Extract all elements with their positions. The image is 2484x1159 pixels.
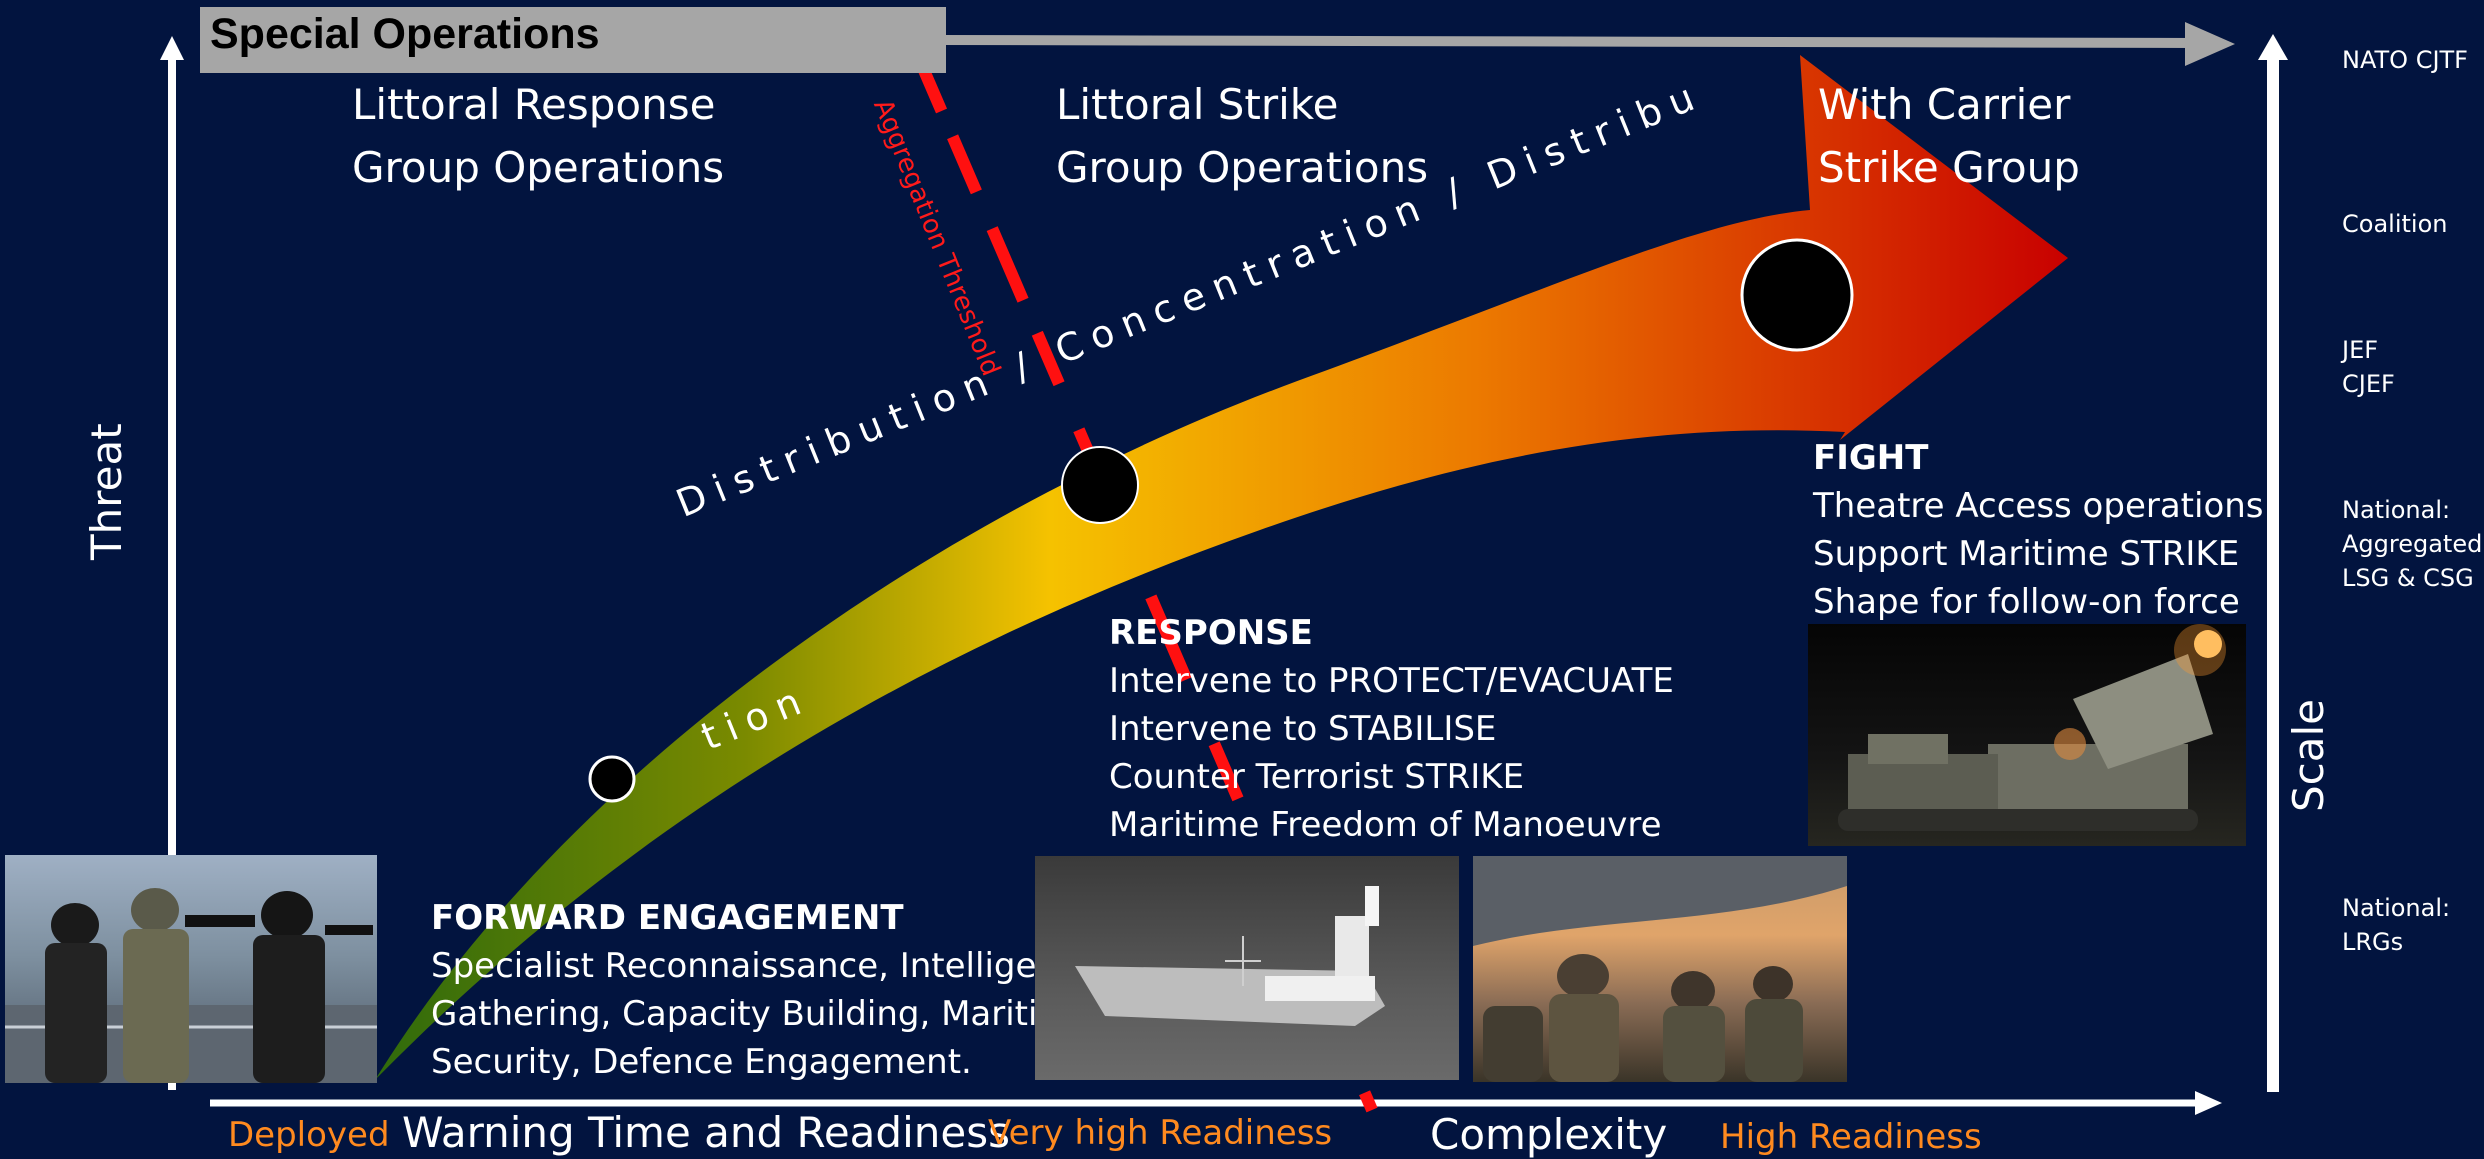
complexity-axis-label: Complexity: [1430, 1110, 1668, 1159]
forward-line-1: Specialist Reconnaissance, Intelligence: [431, 946, 1098, 986]
special-forces-photo: [5, 855, 377, 1083]
time-axis-arrow: [210, 1091, 2222, 1115]
scale-level-national-lrg: National: LRGs: [2342, 891, 2450, 959]
response-line-1: Intervene to PROTECT/EVACUATE: [1109, 661, 1674, 701]
scale-level-nat-agg-line2: Aggregated: [2342, 530, 2483, 558]
fight-line-3: Shape for follow-on force: [1813, 582, 2240, 622]
scale-level-nat-lrg-line1: National:: [2342, 894, 2451, 922]
scale-level-jef-line1: JEF: [2342, 336, 2379, 364]
scale-level-nat-agg-line3: LSG & CSG: [2342, 564, 2474, 592]
fight-line-2: Support Maritime STRIKE: [1813, 534, 2240, 574]
scale-level-jef-line2: CJEF: [2342, 370, 2395, 398]
response-line-2: Intervene to STABILISE: [1109, 709, 1497, 749]
forward-line-2: Gathering, Capacity Building, Maritime: [431, 994, 1092, 1034]
warning-axis-label: Warning Time and Readiness: [402, 1108, 1010, 1157]
readiness-curve-arrow: [375, 55, 2068, 1080]
phase-lsg-line2: Group Operations: [1056, 143, 1429, 192]
forward-line-3: Security, Defence Engagement.: [431, 1042, 972, 1082]
phase-lsg: Littoral Strike Group Operations: [1056, 73, 1428, 199]
phase-csg-line1: With Carrier: [1818, 80, 2071, 129]
readiness-very-high: Very high Readiness: [988, 1113, 1333, 1153]
scale-level-national-aggregated: National: Aggregated LSG & CSG: [2342, 493, 2482, 595]
scale-level-nat-agg-line1: National:: [2342, 496, 2451, 524]
phase-csg: With Carrier Strike Group: [1818, 73, 2080, 199]
scale-axis-label: Scale: [2284, 699, 2333, 812]
response-line-3: Counter Terrorist STRIKE: [1109, 757, 1525, 797]
scale-level-coalition: Coalition: [2342, 210, 2448, 238]
phase-lrg-line2: Group Operations: [352, 143, 725, 192]
response-block: RESPONSE Intervene to PROTECT/EVACUATE I…: [1109, 609, 1674, 849]
response-line-4: Maritime Freedom of Manoeuvre: [1109, 805, 1662, 845]
troops-photo: [1473, 856, 1847, 1082]
readiness-deployed: Deployed: [228, 1115, 390, 1155]
fight-line-1: Theatre Access operations: [1813, 486, 2264, 526]
scale-level-jef: JEF CJEF: [2342, 333, 2395, 401]
threat-axis-label: Threat: [82, 423, 131, 560]
medium-marker-circle: [1061, 446, 1139, 524]
readiness-high: High Readiness: [1720, 1117, 1982, 1157]
scale-axis-arrow: [2258, 34, 2288, 1092]
special-operations-label: Special Operations: [210, 10, 600, 58]
phase-lrg-line1: Littoral Response: [352, 80, 716, 129]
top-axis-arrow: [939, 22, 2235, 66]
small-marker-circle: [588, 755, 636, 803]
forward-engagement-block: FORWARD ENGAGEMENT Specialist Reconnaiss…: [431, 894, 1098, 1086]
fight-block: FIGHT Theatre Access operations Support …: [1813, 434, 2264, 626]
fight-title: FIGHT: [1813, 438, 1929, 478]
phase-lsg-line1: Littoral Strike: [1056, 80, 1339, 129]
thermal-ship-photo: [1035, 856, 1459, 1080]
forward-title: FORWARD ENGAGEMENT: [431, 898, 904, 938]
scale-level-nat-lrg-line2: LRGs: [2342, 928, 2404, 956]
scale-level-nato: NATO CJTF: [2342, 46, 2468, 74]
phase-lrg: Littoral Response Group Operations: [352, 73, 724, 199]
large-marker-circle: [1740, 238, 1854, 352]
rocket-launcher-photo: [1808, 624, 2246, 846]
special-operations-banner: [200, 7, 946, 73]
response-title: RESPONSE: [1109, 613, 1313, 653]
phase-csg-line2: Strike Group: [1818, 143, 2080, 192]
